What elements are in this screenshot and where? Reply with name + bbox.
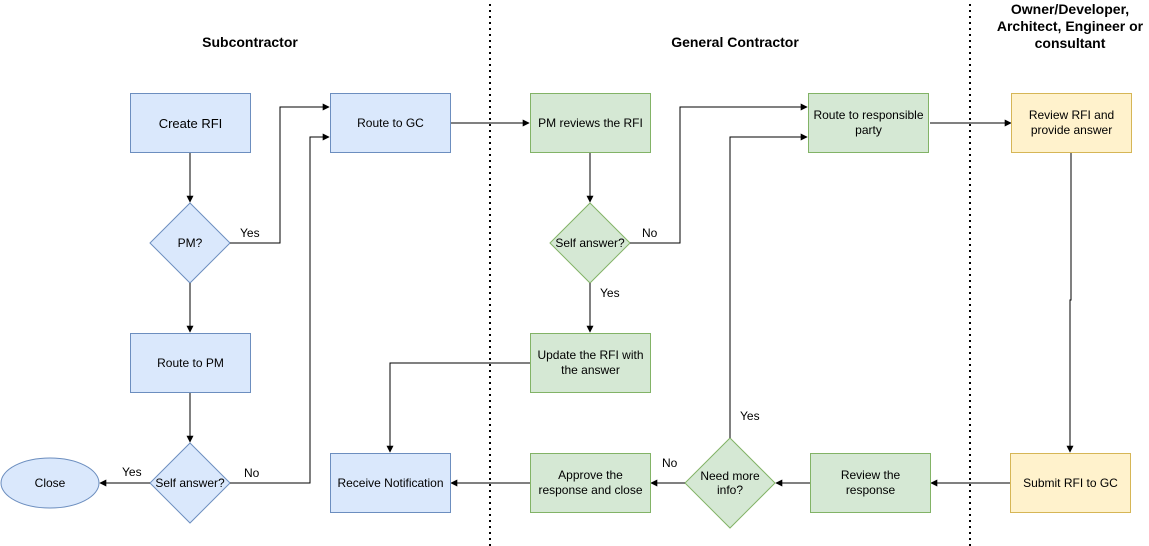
gc-self-answer-label: Self answer? — [555, 236, 625, 250]
sub-self-answer-diamond — [149, 442, 231, 524]
need-more-info-label: Need more info? — [700, 469, 760, 497]
approve-close-box: Approve the response and close — [530, 453, 651, 513]
edge-info-yes — [729, 133, 808, 438]
receive-notification-box: Receive Notification — [330, 453, 451, 513]
lane-title-owner: Owner/Developer, Architect, Engineer or … — [996, 1, 1144, 51]
close-ellipse — [0, 457, 100, 509]
lane-title-general-contractor: General Contractor — [671, 34, 799, 50]
edge-label-pm-yes: Yes — [240, 226, 260, 240]
review-provide-box: Review RFI and provide answer — [1011, 93, 1132, 153]
route-responsible-box: Route to responsible party — [808, 93, 929, 153]
close-label: Close — [34, 476, 66, 490]
pm-decision-label: PM? — [177, 236, 203, 250]
edge-label-gc-no: No — [642, 226, 658, 240]
need-more-info-diamond — [684, 437, 776, 529]
edge-label-info-no: No — [662, 456, 678, 470]
edge-pm-yes — [230, 103, 330, 244]
edge-label-sub-yes: Yes — [122, 465, 142, 479]
sub-self-answer-label: Self answer? — [155, 476, 225, 490]
review-response-box: Review the response — [810, 453, 931, 513]
route-to-gc-box: Route to GC — [330, 93, 451, 153]
edge-label-sub-no: No — [244, 466, 260, 480]
submit-to-gc-box: Submit RFI to GC — [1010, 453, 1131, 513]
update-rfi-box: Update the RFI with the answer — [530, 333, 651, 393]
route-to-pm-box: Route to PM — [130, 333, 251, 393]
edge-gc-no — [630, 103, 808, 244]
edge-update-to-notify — [386, 362, 530, 453]
pm-reviews-box: PM reviews the RFI — [530, 93, 651, 153]
edge-owner-review-to-submit — [1066, 153, 1074, 453]
create-rfi-box: Create RFI — [130, 93, 251, 153]
edge-label-info-yes: Yes — [740, 409, 760, 423]
edge-sub-no — [230, 133, 330, 484]
lane-title-subcontractor: Subcontractor — [202, 34, 298, 50]
edge-label-gc-yes: Yes — [600, 286, 620, 300]
